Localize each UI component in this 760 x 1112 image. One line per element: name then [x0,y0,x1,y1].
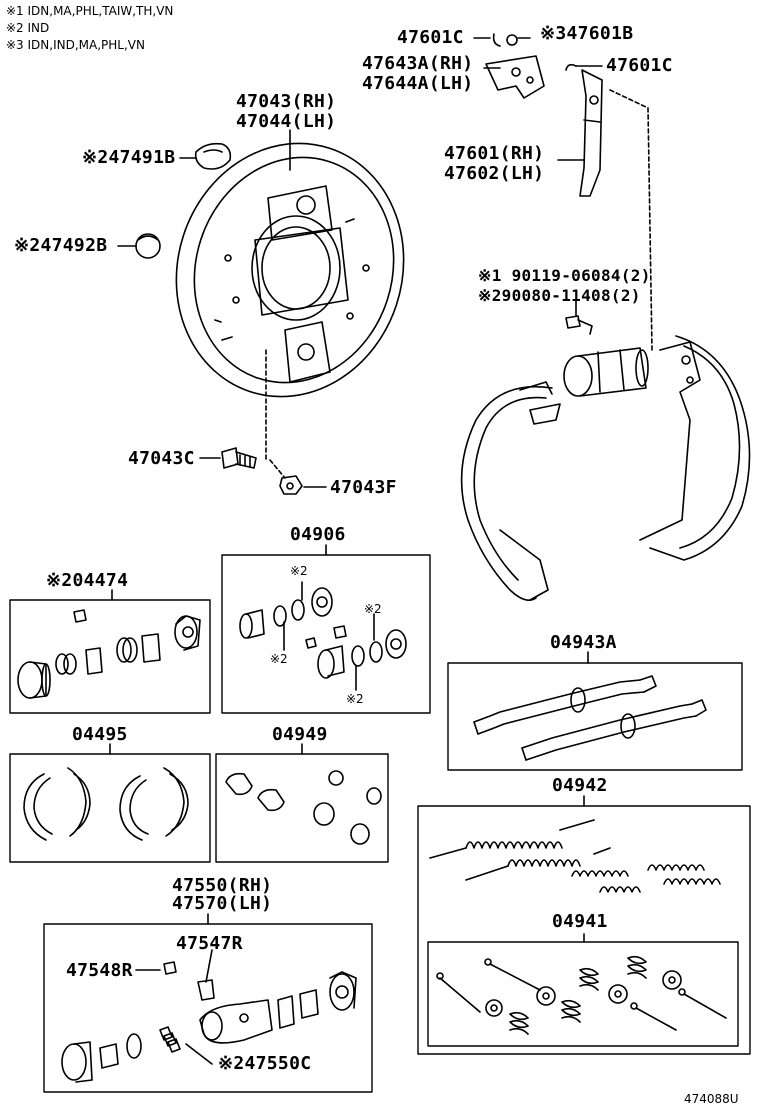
kit-04474-box [9,599,211,714]
part-90080-11408[interactable]: ※290080-11408(2) [478,286,641,305]
plug-47491b-drawing [194,142,232,170]
part-90119-06084[interactable]: ※1 90119-06084(2) [478,266,651,285]
kit-04949-parts [225,770,382,845]
kit-04906-label[interactable]: 04906 [290,524,346,545]
kit-04906-note-b: ※2 [364,602,382,616]
nut-47043f-drawing [279,475,303,495]
kit-04474-parts [17,609,201,699]
part-47043f[interactable]: 47043F [330,477,397,498]
kit-04906-note-c: ※2 [270,652,288,666]
kit-04942-parts [429,819,721,893]
note-2: ※2 IND [6,21,50,35]
part-47601[interactable]: 47601(RH) [444,143,545,164]
bolt-47043c-drawing [221,447,257,469]
part-47601b[interactable]: ※347601B [540,23,634,44]
kit-04906-note-a: ※2 [290,564,308,578]
part-47043[interactable]: 47043(RH) [236,91,337,112]
brake-shoe-right-drawing [639,335,751,561]
part-47644a[interactable]: 47644A(LH) [362,73,474,94]
part-47492b[interactable]: ※247492B [14,235,108,256]
part-47491b[interactable]: ※247491B [82,147,176,168]
part-47550[interactable]: 47550(RH) [172,875,273,896]
kit-04943a-box [447,662,743,771]
part-47043c[interactable]: 47043C [128,448,195,469]
kit-04943a-parts [473,675,707,761]
part-47602[interactable]: 47602(LH) [444,163,545,184]
kit-04941-box [427,941,739,1047]
kit-04906-parts [239,581,407,691]
kit-04906-box [221,554,431,714]
part-47570[interactable]: 47570(LH) [172,893,273,914]
part-47601c-right[interactable]: 47601C [606,55,673,76]
part-47550c[interactable]: ※247550C [218,1053,312,1074]
kit-04949-box [215,753,389,863]
kit-04942-label[interactable]: 04942 [552,775,608,796]
kit-47550-parts [61,961,357,1083]
kit-04941-label[interactable]: 04941 [552,911,608,932]
kit-04495-parts [23,767,189,841]
backing-plate-drawing [175,142,405,398]
part-47601c-top[interactable]: 47601C [397,27,464,48]
part-47643a[interactable]: 47643A(RH) [362,53,474,74]
bleeder-bolt-drawing [565,315,593,335]
kit-04949-label[interactable]: 04949 [272,724,328,745]
kit-04495-label[interactable]: 04495 [72,724,128,745]
kit-04941-parts [436,955,727,1035]
kit-04906-note-d: ※2 [346,692,364,706]
plug-47492b-drawing [135,233,161,259]
part-47044[interactable]: 47044(LH) [236,111,337,132]
wheel-cylinder-drawing [563,347,649,397]
illustration-code: 474088U [684,1092,739,1106]
part-47547r[interactable]: 47547R [176,933,243,954]
brake-shoe-left-drawing [460,381,561,601]
adjusting-lever-drawing [485,33,603,197]
part-47548r[interactable]: 47548R [66,960,133,981]
note-3: ※3 IDN,IND,MA,PHL,VN [6,38,145,52]
kit-04943a-label[interactable]: 04943A [550,632,617,653]
kit-04474-label[interactable]: ※204474 [46,570,129,591]
kit-04495-box [9,753,211,863]
note-1: ※1 IDN,MA,PHL,TAIW,TH,VN [6,4,174,18]
